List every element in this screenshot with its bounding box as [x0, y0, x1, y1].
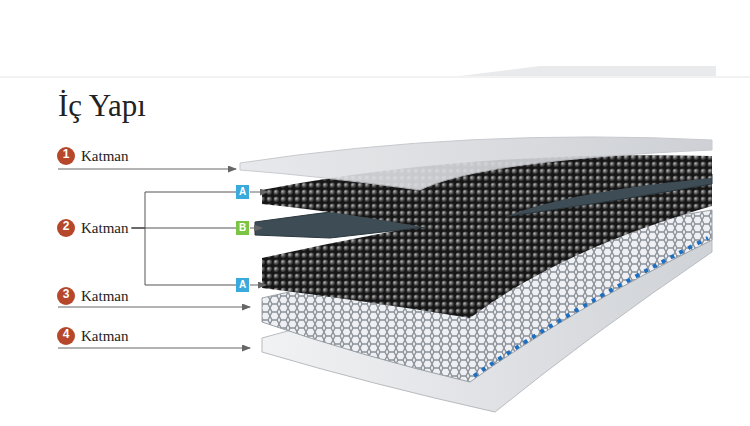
- layer-label: Katman: [81, 327, 128, 345]
- layer-callout: 3 Katman: [57, 287, 128, 305]
- layer-label: Katman: [81, 219, 128, 237]
- sublayer-letter: A: [237, 278, 248, 292]
- sublayer-letter: A: [237, 185, 248, 199]
- bracket-connector: [131, 228, 236, 285]
- sublayer-letter: B: [237, 221, 248, 235]
- diagram-title: İç Yapı: [58, 88, 146, 124]
- layer-callout: 1 Katman: [57, 147, 128, 165]
- sublayer-tag-a: A: [236, 278, 249, 292]
- sublayer-tag-b: B: [236, 221, 249, 235]
- layer-callout: 4 Katman: [57, 327, 128, 345]
- sublayer-tag-a: A: [236, 185, 249, 199]
- layer-label: Katman: [81, 147, 128, 165]
- callout-number: 1: [57, 147, 75, 165]
- callout-number: 2: [57, 219, 75, 237]
- layer-label: Katman: [81, 287, 128, 305]
- bracket-connector: [131, 228, 236, 229]
- callout-number: 4: [57, 327, 75, 345]
- bracket-connector: [131, 192, 236, 228]
- callout-number: 3: [57, 287, 75, 305]
- layer-callout: 2 Katman: [57, 219, 128, 237]
